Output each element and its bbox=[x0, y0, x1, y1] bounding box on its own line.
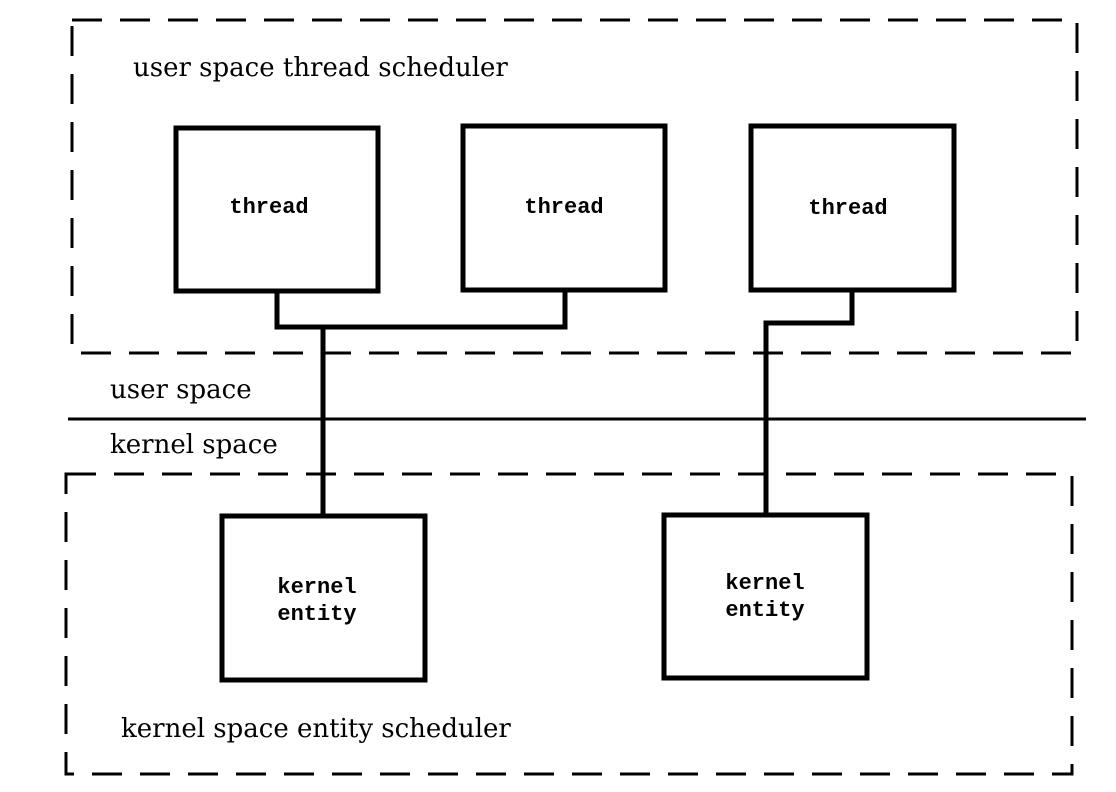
connections bbox=[274, 291, 855, 516]
user-scheduler-border bbox=[70, 18, 1079, 355]
kernel-entity-1-label-line1: kernel bbox=[277, 575, 356, 600]
thread-1-label: thread bbox=[229, 195, 308, 220]
kernel-entity-2-label-line1: kernel bbox=[725, 571, 804, 596]
thread-3-label: thread bbox=[808, 196, 887, 221]
kernel-entity-box-2: kernel entity bbox=[661, 512, 870, 681]
kernel-entity-1-label-line2: entity bbox=[277, 602, 356, 627]
thread-box-3: thread bbox=[748, 123, 957, 293]
thread-box-1: thread bbox=[173, 125, 381, 294]
user-scheduler-label: user space thread scheduler bbox=[133, 53, 508, 83]
thread-2-label: thread bbox=[524, 195, 603, 220]
kernel-scheduler-border bbox=[64, 472, 1074, 776]
user-space-label: user space bbox=[110, 375, 252, 405]
user-space-thread-scheduler-region: user space thread scheduler bbox=[70, 18, 1079, 355]
thread-3-to-kernel-entity-2-wire bbox=[763, 291, 855, 515]
user-kernel-boundary: user space kernel space bbox=[68, 375, 1086, 460]
kernel-entity-box-1: kernel entity bbox=[219, 513, 428, 683]
thread-1-connector bbox=[274, 291, 568, 330]
kernel-entity-2-label-line2: entity bbox=[725, 598, 804, 623]
thread-box-2: thread bbox=[460, 123, 668, 293]
kernel-space-entity-scheduler-region: kernel space entity scheduler bbox=[64, 472, 1074, 776]
kernel-scheduler-label: kernel space entity scheduler bbox=[121, 714, 511, 744]
kernel-space-label: kernel space bbox=[110, 430, 278, 460]
